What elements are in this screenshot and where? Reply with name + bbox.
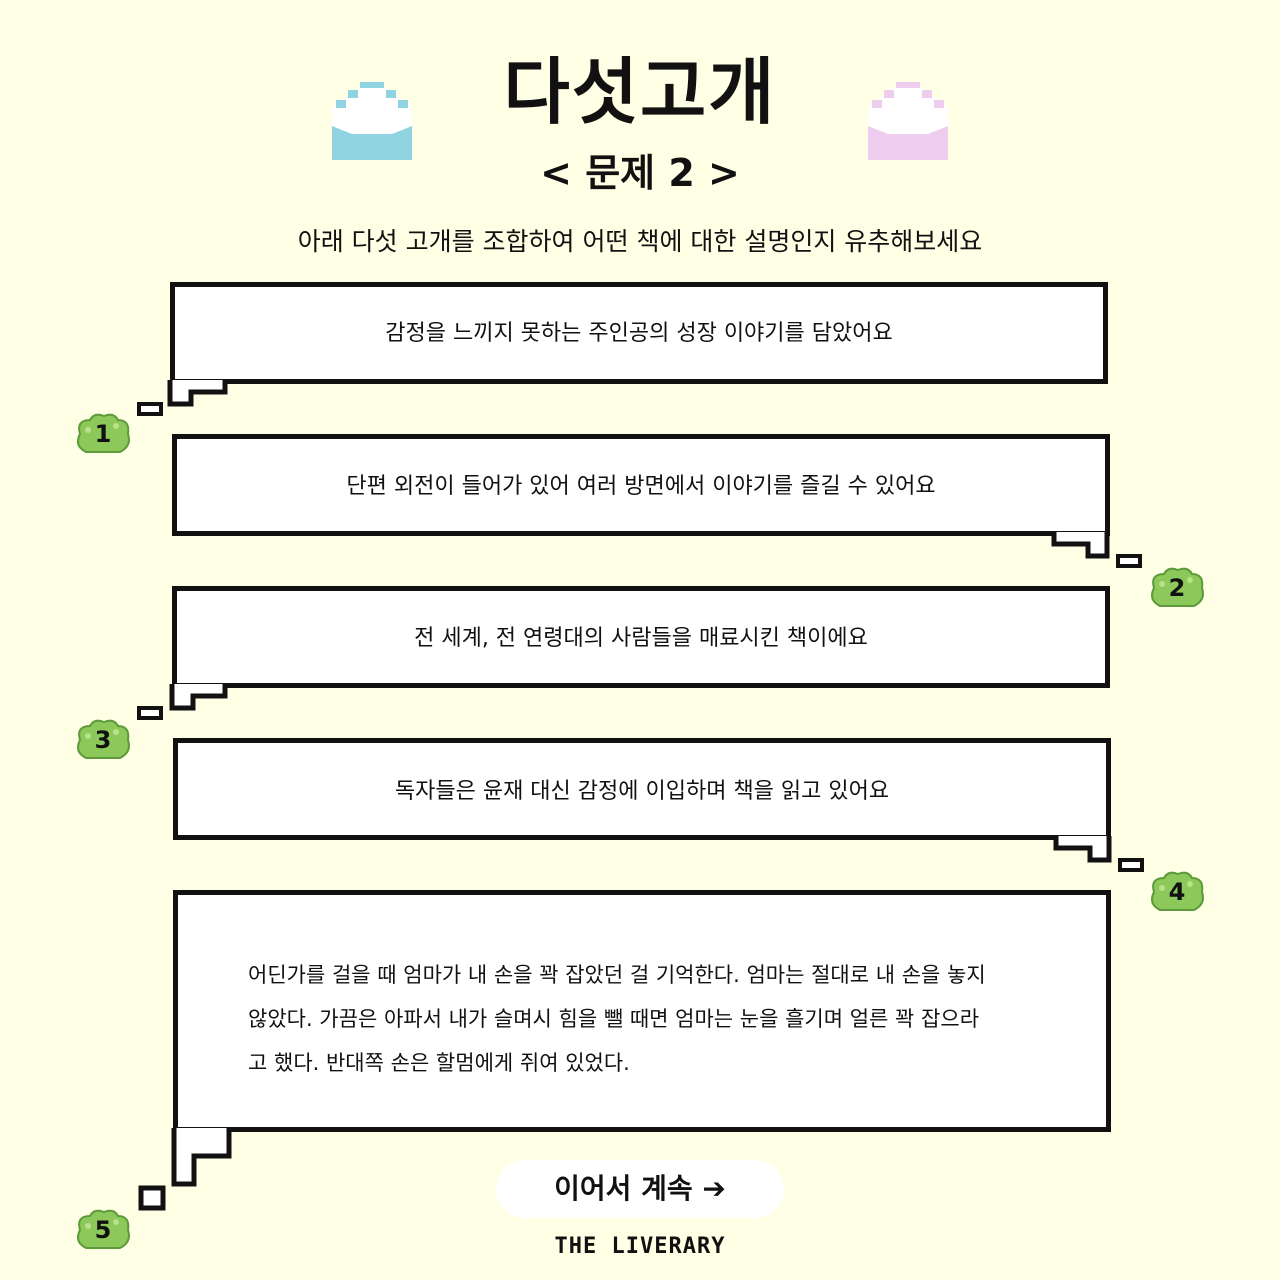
question-number: < 문제 2 > (540, 151, 740, 195)
continue-button[interactable]: 이어서 계속 ➔ (496, 1160, 784, 1218)
speech-tail-3 (137, 684, 228, 720)
speech-tail-1 (137, 380, 228, 416)
hint-number-label: 5 (94, 1216, 112, 1244)
bush-icon (77, 413, 130, 453)
hint-text-1: 감정을 느끼지 못하는 주인공의 성장 이야기를 담았어요 (385, 321, 893, 346)
hint-bubble-1: 감정을 느끼지 못하는 주인공의 성장 이야기를 담았어요 (170, 282, 1108, 384)
hint-bubble-3: 전 세계, 전 연령대의 사람들을 매료시킨 책이에요 (172, 586, 1110, 688)
hint-text-4: 독자들은 윤재 대신 감정에 이입하며 책을 읽고 있어요 (394, 779, 890, 804)
bush-icon (77, 719, 130, 759)
bush-icon (1151, 567, 1204, 607)
speech-tail-5 (138, 1128, 232, 1211)
hint-text-5-line: 않았다. 가끔은 아파서 내가 슬며시 힘을 뺄 때면 엄마는 눈을 흘기며 얼… (248, 1007, 980, 1031)
hint-number-1: 1 (74, 412, 132, 462)
hint-number-2: 2 (1148, 566, 1206, 616)
hint-bubble-5: 어딘가를 걸을 때 엄마가 내 손을 꽉 잡았던 걸 기억한다. 엄마는 절대로… (173, 890, 1111, 1132)
envelope-icon-right (868, 82, 948, 160)
hint-bubble-4: 독자들은 윤재 대신 감정에 이입하며 책을 읽고 있어요 (173, 738, 1111, 840)
instruction-text: 아래 다섯 고개를 조합하여 어떤 책에 대한 설명인지 유추해보세요 (297, 227, 983, 256)
speech-tail-4 (1053, 836, 1144, 872)
hint-number-5: 5 (74, 1208, 132, 1258)
brand-logo: THE LIVERARY (554, 1234, 726, 1259)
hint-number-label: 4 (1168, 878, 1186, 906)
hint-text-5-line: 고 했다. 반대쪽 손은 할멈에게 쥐여 있었다. (248, 1051, 630, 1075)
hint-text-5-line: 어딘가를 걸을 때 엄마가 내 손을 꽉 잡았던 걸 기억한다. 엄마는 절대로… (248, 963, 986, 987)
hint-number-3: 3 (74, 718, 132, 768)
hint-bubble-2: 단편 외전이 들어가 있어 여러 방면에서 이야기를 즐길 수 있어요 (172, 434, 1110, 536)
page-title: 다섯고개 (503, 50, 777, 134)
hint-text-3: 전 세계, 전 연령대의 사람들을 매료시킨 책이에요 (414, 626, 868, 651)
hint-number-label: 2 (1168, 574, 1186, 602)
speech-tail-2 (1051, 532, 1142, 568)
bush-icon (1151, 871, 1204, 911)
hint-text-2: 단편 외전이 들어가 있어 여러 방면에서 이야기를 즐길 수 있어요 (346, 474, 936, 499)
hint-number-label: 1 (94, 420, 112, 448)
envelope-icon-left (332, 82, 412, 160)
bush-icon (77, 1209, 130, 1249)
hint-number-4: 4 (1148, 870, 1206, 920)
hint-text-5: 어딘가를 걸을 때 엄마가 내 손을 꽉 잡았던 걸 기억한다. 엄마는 절대로… (248, 953, 1026, 1085)
hint-number-label: 3 (94, 726, 112, 754)
